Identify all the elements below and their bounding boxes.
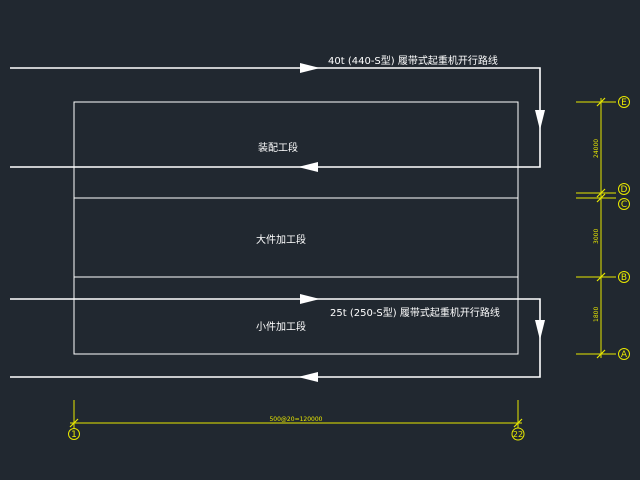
section-label-large-parts: 大件加工段	[256, 233, 306, 246]
grid-label-e: E	[621, 98, 627, 108]
grid-bubble-e	[618, 96, 630, 108]
section-label-small-parts: 小件加工段	[256, 320, 306, 333]
grid-label-b: B	[621, 273, 627, 283]
tick-a	[596, 349, 606, 359]
grid-bubble-c	[618, 198, 630, 210]
dim-span-mid: 3000	[593, 229, 600, 244]
dim-span-top: 24000	[593, 139, 600, 158]
lower-route-arrow-west	[298, 372, 318, 382]
section-label-assembly: 装配工段	[258, 141, 298, 154]
lower-route-arrow-south	[535, 320, 545, 340]
grid-label-c: C	[621, 200, 627, 210]
building-outline	[73, 101, 519, 355]
tick-col-first	[69, 418, 79, 428]
vertical-dimension-chain: 24000 3000 1800	[576, 97, 616, 359]
grid-bubble-b	[618, 271, 630, 283]
grid-label-d: D	[621, 185, 628, 195]
col-bubble-first	[68, 428, 80, 440]
grid-label-a: A	[621, 350, 628, 360]
upper-route-label: 40t (440-S型) 履带式起重机开行路线	[328, 54, 498, 67]
col-label-last: 22	[513, 430, 523, 439]
tick-c	[596, 193, 606, 203]
building-frame	[73, 101, 519, 355]
upper-route-arrow-east	[300, 63, 320, 73]
grid-axis-bubbles: E D C B A	[618, 96, 630, 360]
grid-bubble-d	[618, 183, 630, 195]
dim-length: 500@20=120000	[269, 416, 322, 423]
horizontal-dimension: 500@20=120000 1 22	[68, 400, 525, 441]
lower-route-label: 25t (250-S型) 履带式起重机开行路线	[330, 306, 500, 319]
lower-route-arrow-east	[300, 294, 320, 304]
upper-route-arrow-south	[535, 110, 545, 130]
tick-b	[596, 272, 606, 282]
lower-crane-route: 25t (250-S型) 履带式起重机开行路线	[10, 294, 545, 382]
tick-col-last	[513, 418, 523, 428]
upper-route-arrow-west	[298, 162, 318, 172]
col-bubble-last	[511, 427, 525, 441]
grid-bubble-a	[618, 348, 630, 360]
col-label-first: 1	[71, 430, 77, 440]
dim-span-low: 1800	[593, 307, 600, 322]
tick-d	[596, 188, 606, 198]
upper-crane-route: 40t (440-S型) 履带式起重机开行路线	[10, 54, 545, 172]
tick-e	[596, 97, 606, 107]
